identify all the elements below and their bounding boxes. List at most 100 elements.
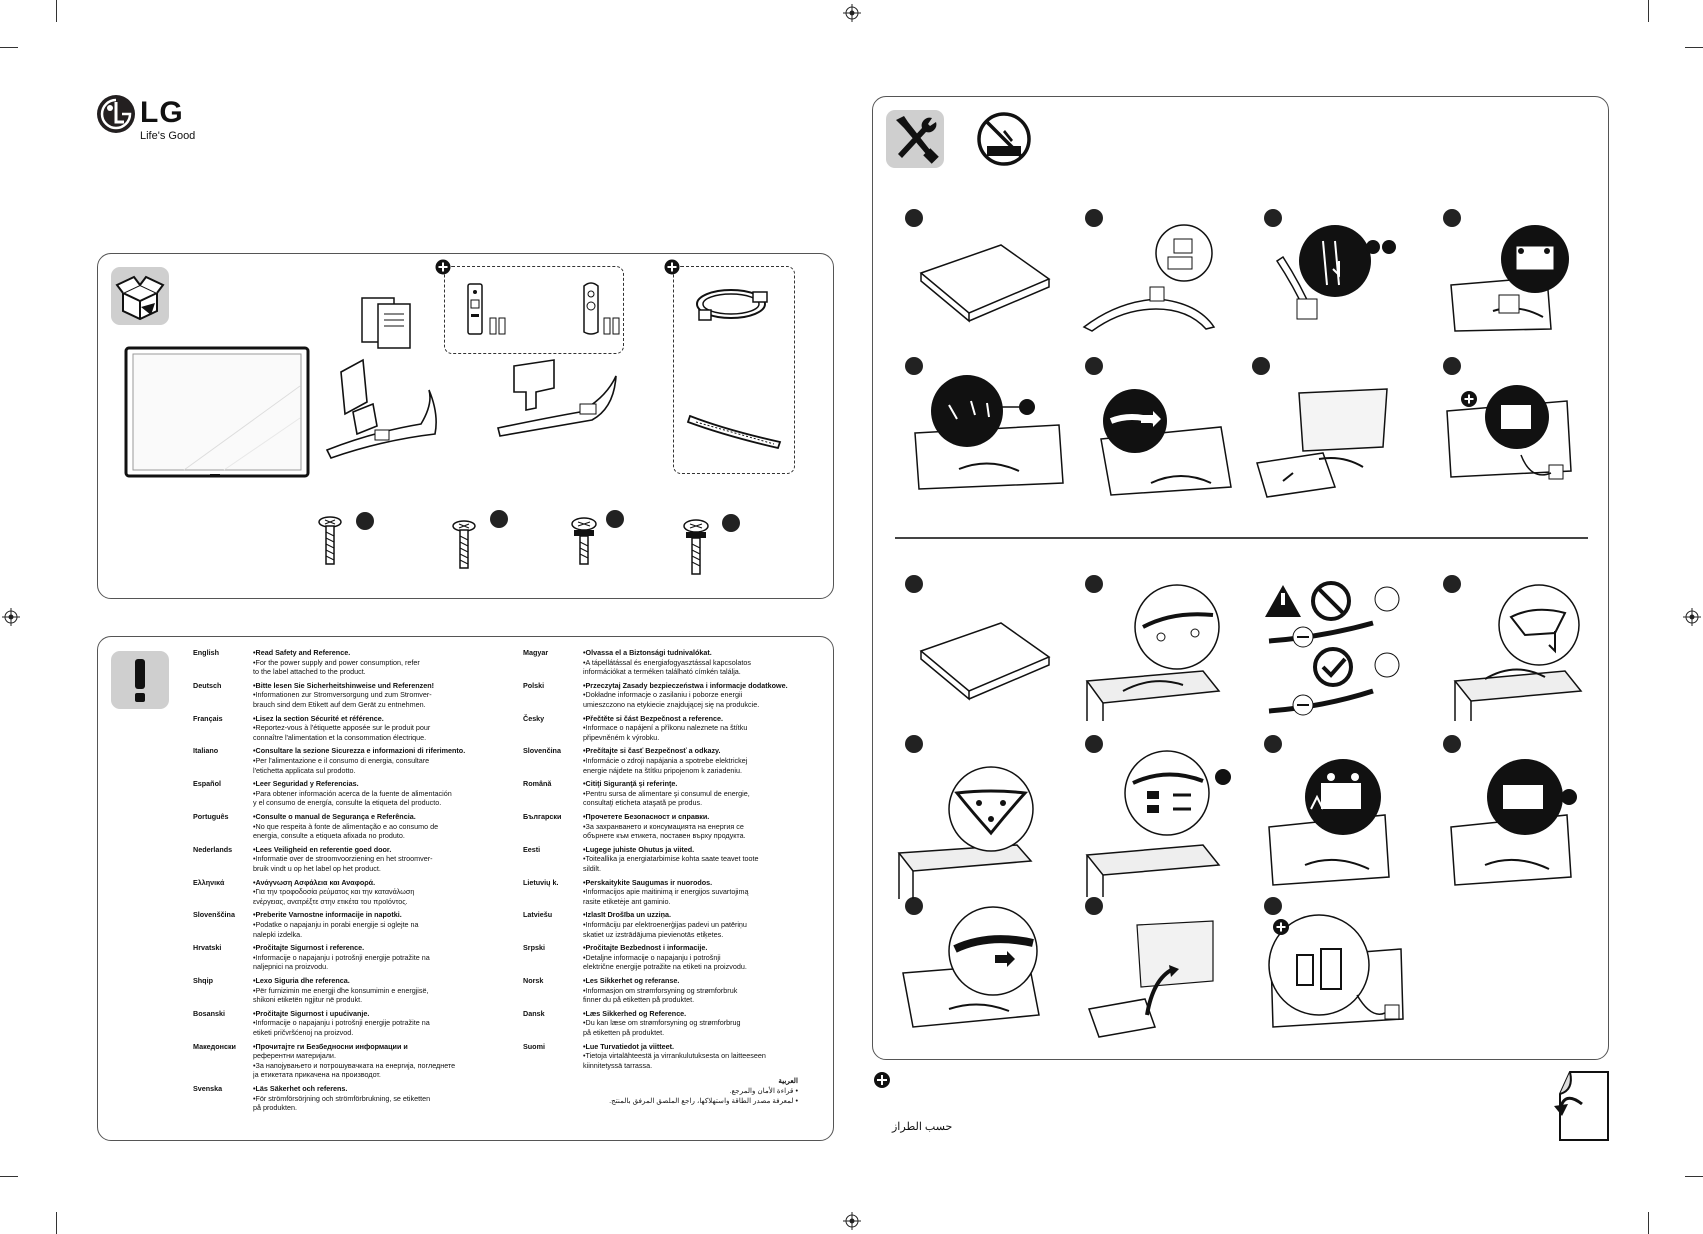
step-stand-tv-b-illustration [1087, 920, 1214, 1038]
language-text: •Přečtěte si část Bezpečnost a reference… [583, 714, 808, 743]
step-dot [905, 357, 923, 375]
language-line: •Informasjon om strømforsyning og strømf… [583, 985, 738, 995]
language-line: bruik vindt u op het label op het produc… [253, 863, 381, 873]
language-name: Македонски [193, 1041, 236, 1051]
language-text: •Consultare la sezione Sicurezza e infor… [253, 746, 478, 775]
language-line: •Olvassa el a Biztonsági tudnivalókat. [583, 648, 712, 657]
language-line: energia, consulte a etiqueta afixada no … [253, 831, 405, 841]
step-back-screws-illustration [1268, 759, 1390, 886]
step-dot [1443, 357, 1461, 375]
language-text: •Lexo Siguria dhe referenca.•Për furnizi… [253, 976, 478, 1005]
language-text: •Prečítajte si časť Bezpečnosť a odkazy.… [583, 746, 808, 775]
registration-mark-icon [843, 1212, 861, 1230]
brand-name: LG [140, 96, 184, 129]
screw-d-icon [683, 519, 709, 575]
language-line: •Për furnizimin me energji dhe konsumimi… [253, 985, 429, 995]
language-name: Ελληνικά [193, 877, 225, 887]
language-line: connaître l'alimentation et la consommat… [253, 732, 427, 742]
language-name: Magyar [523, 648, 549, 657]
step-dot [1085, 735, 1103, 753]
language-line: •For the power supply and power consumpt… [253, 657, 420, 667]
language-line: •Detaljne informacije o napajanju i potr… [583, 952, 721, 962]
language-line: umieszczono na etykiecie znajdującej się… [583, 699, 760, 709]
language-line: •Reportez-vous à l'étiquette apposée sur… [253, 723, 431, 733]
step-attach-screws-illustration [1085, 750, 1231, 897]
language-line: •За захранването и консумацията на енерг… [583, 821, 744, 831]
screw-c-icon [571, 517, 597, 565]
language-line: •Informāciju par elektroenerģijas padevi… [583, 919, 747, 929]
step-dot [905, 209, 923, 227]
language-line: •Přečtěte si část Bezpečnost a reference… [583, 713, 723, 723]
language-name: Français [193, 713, 223, 723]
crop-mark [0, 47, 18, 48]
stand-b-icon [497, 359, 617, 437]
screw-b-icon [452, 520, 476, 569]
arabic-entry: العربية• قراءة الأمان والمرجع.• لمعرفة م… [583, 1076, 798, 1105]
language-line: •Prečítajte si časť Bezpečnosť a odkazy. [583, 746, 721, 756]
language-line: •Informationen zur Stromversorgung und z… [253, 690, 432, 700]
language-text: •Read Safety and Reference.•For the powe… [253, 648, 478, 677]
crop-mark [1648, 0, 1649, 22]
language-name: Български [523, 812, 562, 821]
step-screw-stand-illustration [1275, 225, 1396, 320]
stand-a-icon [325, 358, 437, 459]
language-line: •Pročitajte Sigurnost i upućivanje. [253, 1008, 370, 1018]
arabic-footer-note: حسب الطراز [892, 1121, 953, 1133]
language-line: •Citiţi Siguranţă şi referinţe. [583, 779, 678, 789]
crop-mark [56, 0, 57, 22]
step-box-illustration [919, 622, 1051, 701]
step-dot [905, 575, 923, 593]
page-turn-icon [1554, 1071, 1609, 1141]
registration-mark-icon [1683, 608, 1701, 626]
safety-panel: English •Read Safety and Reference.•For t… [97, 636, 834, 1141]
step-dot [1443, 575, 1461, 593]
language-text: •Pročitajte Sigurnost i reference.•Infor… [253, 943, 478, 972]
language-line: nalepki izdelka. [253, 929, 303, 939]
language-column-right: Magyar •Olvassa el a Biztonsági tudnivaló… [523, 648, 823, 1128]
language-line: naljepnici na proizvodu. [253, 962, 329, 972]
language-line: •Για την τροφοδοσία ρεύματος και την κατ… [253, 887, 415, 897]
plus-circle-icon [435, 259, 451, 275]
language-line: ја етикетата прикачена на производот. [253, 1070, 381, 1080]
tools-icon-box [886, 110, 944, 168]
language-name: English [193, 648, 219, 657]
language-line: energie nájdete na štítku pripojenom k z… [583, 765, 743, 775]
step-cable-route-illustration [1100, 389, 1232, 496]
language-name: Português [193, 812, 229, 821]
language-name: Polski [523, 680, 545, 690]
language-line: •Läs Säkerhet och referens. [253, 1084, 348, 1093]
language-line: •Lexo Siguria dhe referenca. [253, 976, 350, 985]
language-line: •Dokładne informacje o zasilaniu i pobor… [583, 690, 743, 700]
screw-a-icon [318, 516, 342, 565]
language-line: •Informácie o zdroji napájania a spotreb… [583, 755, 748, 765]
step-tighten-screws-illustration [914, 375, 1064, 490]
language-text: •Ανάγνωση Ασφάλεια και Αναφορά.•Για την … [253, 878, 478, 907]
language-line: •Toiteallika ja energiatarbimise kohta s… [583, 854, 759, 864]
step-dot [1252, 357, 1270, 375]
language-text: •Läs Säkerhet och referens.•För strömför… [253, 1084, 478, 1113]
language-name: Slovenčina [523, 746, 561, 756]
box-contents-icon [111, 267, 169, 325]
language-name: Lietuvių k. [523, 877, 559, 887]
language-line: •Bitte lesen Sie Sicherheitshinweise und… [253, 680, 435, 690]
language-column-left: English •Read Safety and Reference.•For t… [193, 648, 503, 1128]
lg-logo: LG Life's Good [96, 94, 216, 144]
screw-a-label [356, 512, 374, 530]
step-table-stand-illustration [1085, 584, 1221, 721]
step-dot [1443, 735, 1461, 753]
language-name: Česky [523, 713, 545, 723]
language-line: •Per l'alimentazione e il consumo di ene… [253, 755, 430, 765]
language-line: •Lisez la section Sécurité et référence. [253, 713, 384, 723]
language-text: •Olvassa el a Biztonsági tudnivalókat.•A… [583, 648, 808, 677]
language-line: připevněném k výrobku. [583, 732, 660, 742]
step-stand-tv-illustration [1256, 388, 1388, 498]
language-line: på etiketten på produktet. [583, 1027, 665, 1037]
language-line: sildilt. [583, 863, 601, 873]
registration-mark-icon [843, 4, 861, 22]
step-back-cover-illustration [1450, 759, 1577, 886]
language-line: •Ανάγνωση Ασφάλεια και Αναφορά. [253, 877, 376, 887]
step-dot [1085, 357, 1103, 375]
language-line: l'etichetta applicata sul prodotto. [253, 765, 356, 775]
language-line: • لمعرفة مصدر الطاقة واستهلاكها، راجع ال… [609, 1095, 798, 1105]
